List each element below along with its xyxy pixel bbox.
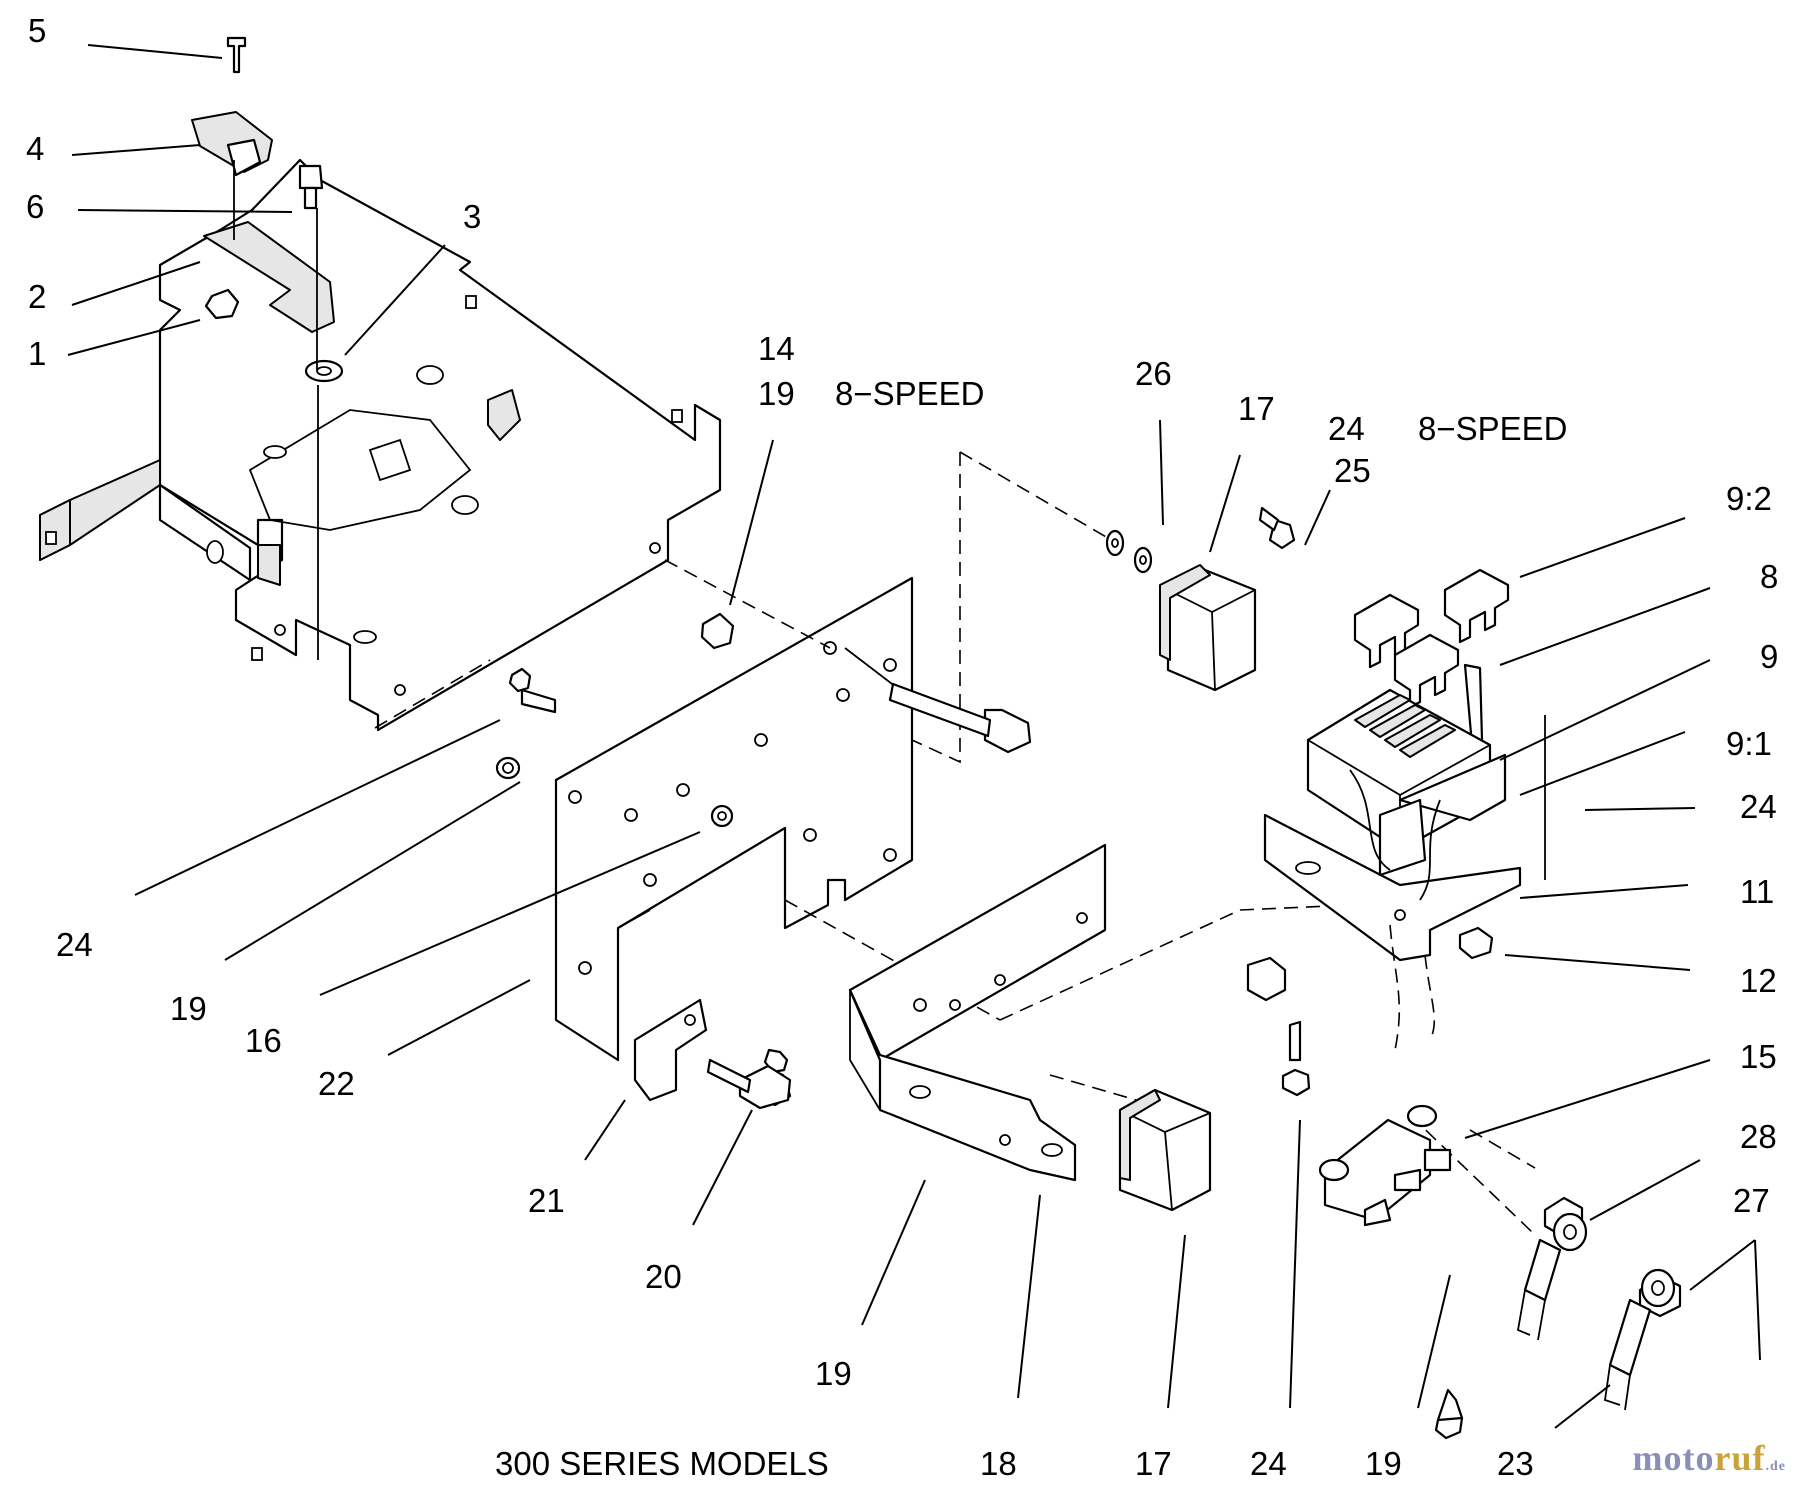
callout-23: 23 [1497, 1445, 1534, 1482]
callout-16: 16 [245, 1022, 282, 1059]
fuse-block [1306, 688, 1507, 852]
callout-19-top: 19 [758, 375, 795, 412]
washers [1105, 529, 1153, 574]
fuses [1353, 568, 1510, 747]
callout-20: 20 [645, 1258, 682, 1295]
callout-24-bottom: 24 [1250, 1445, 1287, 1482]
callout-14: 14 [758, 330, 795, 367]
watermark-part-c: .de [1765, 1459, 1786, 1474]
callout-18: 18 [980, 1445, 1017, 1482]
watermark-part-a: moto [1632, 1438, 1715, 1478]
bracket-11 [1263, 769, 1522, 1051]
clip-21 [633, 998, 708, 1102]
fuse-plate [554, 576, 914, 1062]
cables [1516, 1196, 1682, 1411]
callout-9-2: 9:2 [1726, 480, 1772, 517]
callout-22: 22 [318, 1065, 355, 1102]
callout-8: 8 [1760, 558, 1778, 595]
callout-25: 25 [1334, 452, 1371, 489]
nut-12 [1458, 926, 1494, 960]
bracket-18 [848, 843, 1107, 1182]
callout-1: 1 [28, 335, 46, 372]
switch-assembly [191, 36, 344, 660]
callout-28: 28 [1740, 1118, 1777, 1155]
callout-2: 2 [28, 278, 46, 315]
callout-9-1: 9:1 [1726, 725, 1772, 762]
callout-27: 27 [1733, 1182, 1770, 1219]
relay-upper [1159, 564, 1257, 692]
callout-4: 4 [26, 130, 44, 167]
assembly-lines [374, 451, 1546, 1233]
callout-5: 5 [28, 12, 46, 49]
callout-24-top: 24 [1328, 410, 1365, 447]
callout-24-left: 24 [56, 926, 93, 963]
callout-24-right: 24 [1740, 788, 1777, 825]
watermark-logo: motoruf.de [1633, 1437, 1786, 1479]
callout-19-left: 19 [170, 990, 207, 1027]
callout-6: 6 [26, 188, 44, 225]
leader-lines [67, 44, 1761, 1429]
callout-21: 21 [528, 1182, 565, 1219]
callout-17-top: 17 [1238, 390, 1275, 427]
callout-labels: 5 4 6 2 1 3 14 19 8−SPEED 26 17 24 8−SPE… [26, 12, 1778, 1482]
callout-15: 15 [1740, 1038, 1777, 1075]
callout-19-bottom-right: 19 [1365, 1445, 1402, 1482]
callout-26: 26 [1135, 355, 1172, 392]
callout-12: 12 [1740, 962, 1777, 999]
mounting-plate [39, 158, 722, 732]
speed-note-left: 8−SPEED [835, 375, 985, 412]
callout-9: 9 [1760, 638, 1778, 675]
solenoid-15 [1318, 1104, 1464, 1440]
callout-3: 3 [463, 198, 481, 235]
watermark-part-b: ruf [1714, 1438, 1766, 1478]
bolt-20 [706, 1058, 792, 1110]
relay-lower [1118, 1088, 1212, 1212]
diagram-caption: 300 SERIES MODELS [495, 1445, 829, 1482]
speed-note-right: 8−SPEED [1418, 410, 1568, 447]
callout-11: 11 [1740, 873, 1774, 910]
callout-19-bottom: 19 [815, 1355, 852, 1392]
callout-17-bottom: 17 [1135, 1445, 1172, 1482]
